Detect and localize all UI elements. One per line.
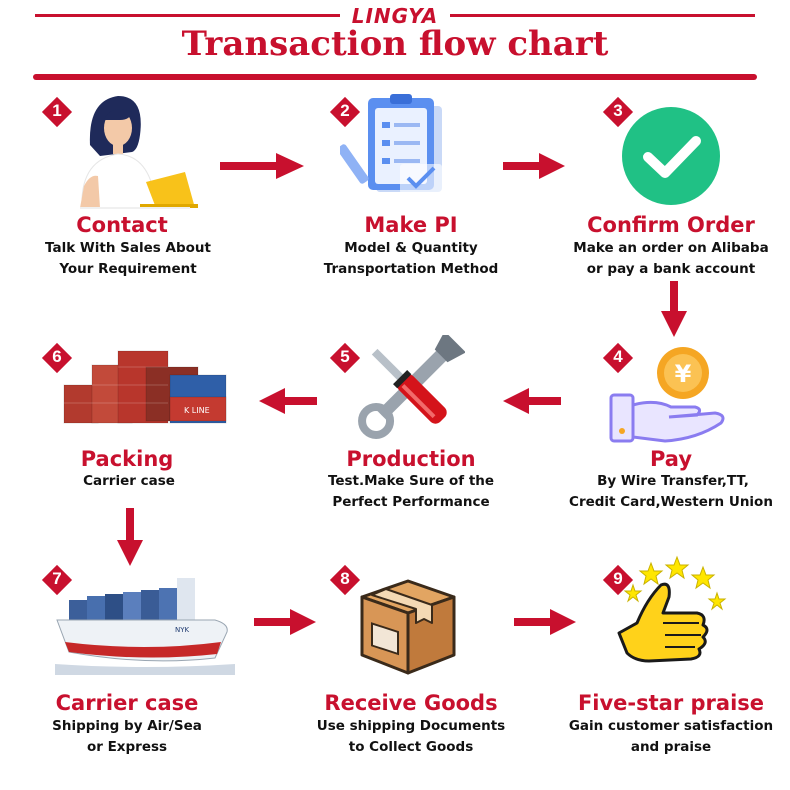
step-title: Carrier case [55,691,199,715]
title-underline [33,74,757,80]
step-desc-line: and praise [630,739,712,755]
thumbs-up-stars-icon [617,555,727,663]
flow-arrow-right [220,153,304,179]
step-desc-line: Talk With Sales About [45,240,211,256]
step-number-badge: 2 [329,96,361,128]
flow-arrow-down [117,508,143,566]
cardboard-box-icon [360,579,456,675]
header-rule-left [35,14,340,17]
step-desc-line: or Express [86,739,168,755]
green-check-icon [622,107,720,205]
step-desc-line: Make an order on Alibaba [573,240,769,256]
flow-arrow-left [259,388,317,414]
step-desc-line: or pay a bank account [586,261,756,277]
step-desc-line: Model & Quantity [344,240,478,256]
step-number-badge: 7 [41,564,73,596]
step-title: Contact [76,213,168,237]
step-title: Confirm Order [587,213,755,237]
step-title: Receive Goods [324,691,498,715]
hand-coin-yen-icon: ¥ [609,347,725,443]
step-desc-line: By Wire Transfer,TT, [597,473,749,489]
svg-text:¥: ¥ [675,360,692,388]
step-title: Production [346,447,476,471]
cargo-ship-icon: NYK [55,578,235,675]
page-title: Transaction flow chart [181,24,609,64]
step-number-badge: 9 [602,564,634,596]
wrench-screwdriver-icon [358,335,465,439]
step-desc-line: Carrier case [83,473,175,489]
step-number-badge: 8 [329,564,361,596]
person-laptop-icon [80,96,198,209]
step-desc-line: Test.Make Sure of the [327,473,495,489]
step-desc-line: to Collect Goods [348,739,474,755]
flow-arrow-down [661,281,687,337]
step-title: Packing [80,447,174,471]
step-desc-line: Transportation Method [323,261,499,277]
flow-arrow-right [254,609,316,635]
step-desc-line: Gain customer satisfaction [568,718,774,734]
svg-text:NYK: NYK [175,626,190,634]
step-title: Five-star praise [577,691,765,715]
step-desc-line: Use shipping Documents [316,718,506,734]
flow-arrow-left [503,388,561,414]
brand-logo: LINGYA [351,4,439,28]
clipboard-checklist-icon [340,94,442,194]
step-desc-line: Perfect Performance [332,494,490,510]
step-number-badge: 3 [602,96,634,128]
header-rule-right [450,14,755,17]
step-number-badge: 6 [41,342,73,374]
svg-text:K LINE: K LINE [184,406,210,415]
step-title: Pay [649,447,693,471]
step-number-badge: 1 [41,96,73,128]
flow-arrow-right [514,609,576,635]
step-number-badge: 5 [329,342,361,374]
step-desc-line: Your Requirement [59,261,197,277]
step-number-badge: 4 [602,342,634,374]
step-desc-line: Credit Card,Western Union [569,494,773,510]
step-title: Make PI [364,213,458,237]
flow-arrow-right [503,153,565,179]
step-desc-line: Shipping by Air/Sea [52,718,202,734]
shipping-containers-icon: K LINE [63,350,227,424]
